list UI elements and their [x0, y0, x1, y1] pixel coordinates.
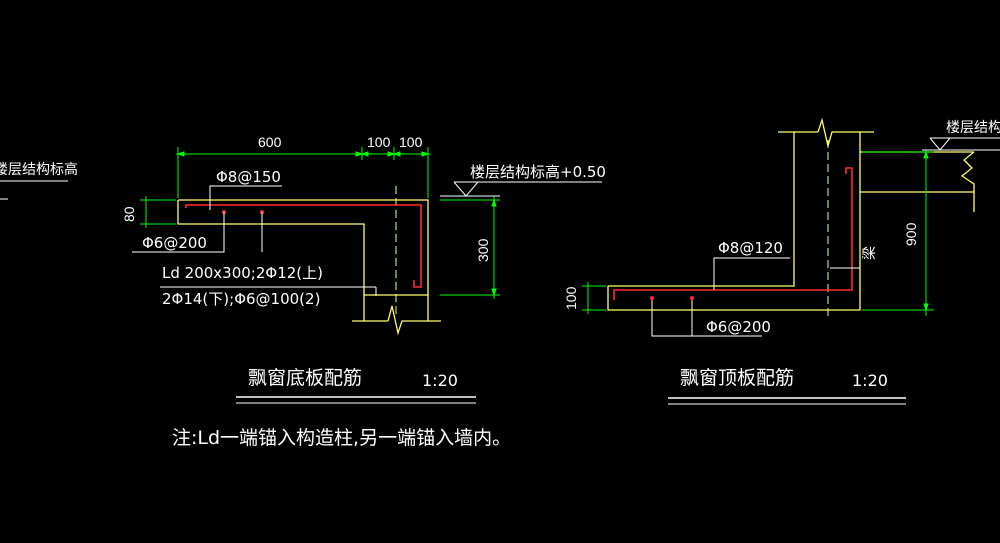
- top-slab-rebar: [613, 167, 853, 300]
- top-dim-100: 100: [563, 286, 579, 310]
- top-rebar-top-label: Φ8@120: [718, 239, 783, 257]
- bottom-slab-scale: 1:20: [422, 371, 458, 390]
- left-partial-detail: 楼层结构标高: [0, 161, 78, 200]
- bottom-dim-80: 80: [121, 206, 137, 222]
- top-floor-label: 楼层结构标高: [946, 119, 1000, 136]
- top-slab-scale: 1:20: [852, 371, 888, 390]
- bottom-rebar-bottom-label: Φ6@200: [142, 234, 207, 252]
- bottom-slab-detail: 600 100 100 80 300 楼层结构标高+0.50 Φ8@150 Φ6…: [121, 134, 606, 404]
- drawing-note: 注:Ld一端锚入构造柱,另一端锚入墙内。: [172, 427, 511, 449]
- bottom-beam-label-1: Ld 200x300;2Φ12(上): [162, 264, 323, 282]
- top-dim-900: 900: [903, 222, 919, 246]
- top-slab-detail: 900 100 楼层结构标高 Φ8@120 Φ6@200 梁 飘窗顶板配筋 1:…: [563, 117, 1000, 405]
- top-slab-outline: [607, 117, 975, 311]
- top-beam-label: 梁: [862, 246, 878, 260]
- bottom-dim-600: 600: [258, 134, 282, 150]
- bottom-beam-label-2: 2Φ14(下);Φ6@100(2): [162, 290, 320, 308]
- bottom-dim-100b: 100: [399, 134, 423, 150]
- bottom-rebar-top-label: Φ8@150: [216, 168, 281, 186]
- bottom-dim-100a: 100: [367, 134, 391, 150]
- top-dimensions: [582, 150, 934, 316]
- top-leaders: [651, 257, 860, 337]
- top-level-marker: [922, 137, 1000, 151]
- bottom-dim-300: 300: [475, 238, 491, 262]
- bottom-dimensions: [140, 147, 500, 299]
- top-rebar-bottom-label: Φ6@200: [706, 318, 771, 336]
- bottom-level-marker: [440, 181, 602, 197]
- bottom-slab-title: 飘窗底板配筋: [248, 367, 362, 389]
- bottom-level-label: 楼层结构标高+0.50: [470, 163, 606, 181]
- top-slab-title: 飘窗顶板配筋: [680, 367, 794, 389]
- bottom-leaders: [132, 185, 377, 296]
- left-floor-label: 楼层结构标高: [0, 161, 78, 178]
